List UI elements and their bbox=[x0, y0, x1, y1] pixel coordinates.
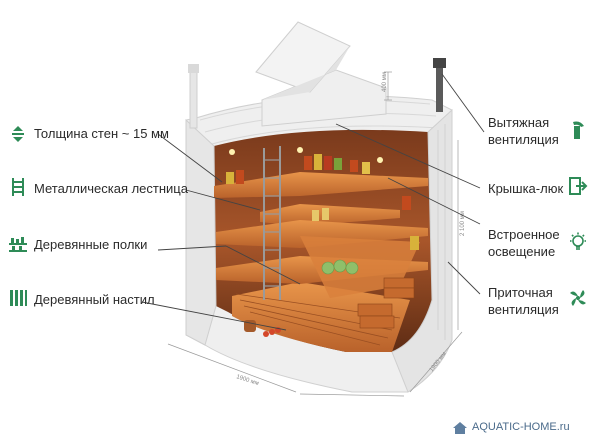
right-wall bbox=[391, 108, 453, 393]
label-lighting: Встроенное освещение bbox=[488, 227, 560, 259]
jars bbox=[226, 154, 419, 250]
label-wooden-floor: Деревянный настил bbox=[34, 292, 155, 307]
dim-hatch-height: 400 мм bbox=[382, 72, 388, 92]
label-exhaust-vent: Вытяжная вентиляция bbox=[488, 115, 559, 147]
crates bbox=[357, 277, 415, 329]
left-wall bbox=[185, 118, 217, 346]
shelves-icon bbox=[9, 237, 27, 252]
watermark: AQUATIC-HOME.ru bbox=[472, 421, 570, 433]
barrel bbox=[244, 320, 256, 332]
wall-thickness-icon bbox=[12, 126, 24, 142]
hatch bbox=[255, 21, 387, 127]
dimension-lines bbox=[167, 71, 463, 397]
lamps bbox=[229, 147, 383, 163]
leader-lines bbox=[141, 73, 485, 331]
fan-icon bbox=[570, 290, 586, 306]
label-hatch: Крышка-люк bbox=[488, 181, 564, 196]
label-metal-ladder: Металлическая лестница bbox=[34, 181, 188, 196]
label-supply-vent: Приточная вентиляция bbox=[488, 285, 559, 317]
label-wall-thickness: Толщина стен ~ 15 мм bbox=[34, 126, 169, 141]
hatch-exit-icon bbox=[569, 177, 588, 195]
ladder-icon bbox=[12, 178, 24, 196]
floor-deck bbox=[232, 282, 410, 352]
dim-height: 2 100 мм bbox=[460, 211, 466, 236]
label-wooden-shelves: Деревянные полки bbox=[34, 237, 148, 252]
vent-pipes bbox=[188, 58, 446, 129]
cabbages bbox=[321, 259, 359, 275]
lightbulb-icon bbox=[570, 232, 586, 250]
ladder bbox=[263, 146, 281, 300]
floor-deck-icon bbox=[10, 290, 27, 306]
exhaust-vent-icon bbox=[573, 121, 584, 139]
dim-width: 1900 мм bbox=[235, 374, 259, 387]
house-logo-icon bbox=[453, 422, 467, 434]
